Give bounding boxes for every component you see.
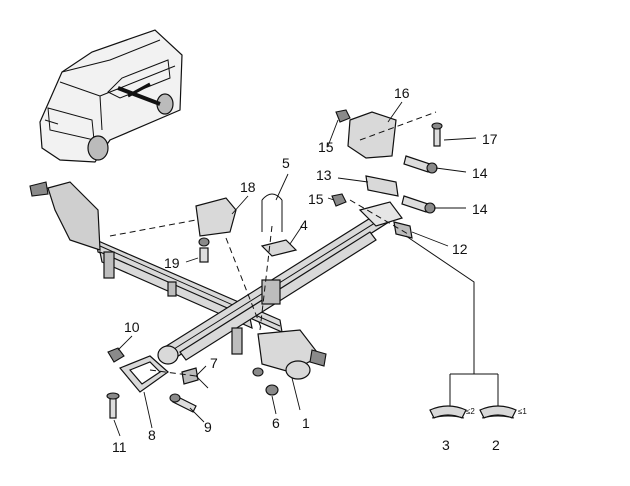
- spring-plate: [119, 355, 169, 393]
- callout-16: 16: [394, 85, 410, 101]
- callout-8: 8: [148, 427, 156, 443]
- axle-bracket-right: [231, 327, 327, 380]
- callout-4: 4: [300, 217, 308, 233]
- callout-13: 13: [316, 167, 332, 183]
- spring-mark-right: ≤1: [518, 407, 527, 416]
- callout-6: 6: [272, 415, 280, 431]
- assembly-lines: [109, 111, 475, 377]
- leaf-spring-front: [157, 201, 403, 365]
- callout-11: 11: [112, 439, 127, 455]
- callout-2: 2: [492, 437, 500, 453]
- callout-12: 12: [452, 241, 468, 257]
- van-illustration: [39, 29, 183, 163]
- callout-15-upper: 15: [318, 139, 334, 155]
- callout-18: 18: [240, 179, 256, 195]
- callout-9: 9: [204, 419, 212, 435]
- spring-sets: ≤2 ≤1: [429, 373, 527, 419]
- spring-mark-left: ≤2: [466, 407, 475, 416]
- callout-5: 5: [282, 155, 290, 171]
- callout-3: 3: [442, 437, 450, 453]
- small-parts: [106, 109, 443, 419]
- callout-labels: 1 2 3 4 5 6 7 8 9 10 11 12 13 14 14 15 1…: [112, 85, 500, 455]
- callout-1: 1: [302, 415, 310, 431]
- callout-14-lower: 14: [472, 201, 488, 217]
- callout-10: 10: [124, 319, 140, 335]
- callout-7: 7: [210, 355, 218, 371]
- callout-15-lower: 15: [308, 191, 324, 207]
- callout-19: 19: [164, 255, 180, 271]
- callout-17: 17: [482, 131, 498, 147]
- leader-lines: [113, 101, 477, 437]
- callout-14-upper: 14: [472, 165, 488, 181]
